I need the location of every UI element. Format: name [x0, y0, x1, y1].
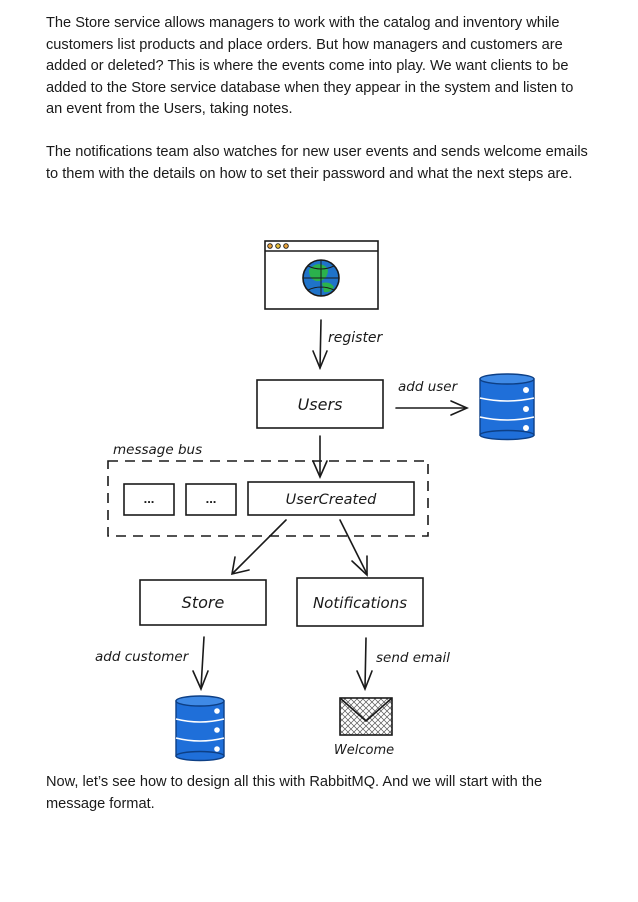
queue-box-2	[185, 483, 237, 516]
queue-box-1	[123, 483, 175, 516]
browser-window-icon	[264, 240, 379, 310]
store-service-box	[139, 579, 267, 626]
add-customer-arrow	[192, 636, 209, 692]
user-created-event-box	[247, 481, 415, 516]
event-flow-diagram: register Users add user message bus ... …	[95, 240, 535, 762]
globe-icon	[302, 259, 340, 297]
message-bus-label: message bus	[113, 442, 202, 458]
intro-paragraph: The Store service allows managers to wor…	[46, 15, 574, 118]
event-label: UserCreated	[286, 492, 378, 508]
notifications-service-box	[296, 577, 424, 627]
notifications-label: Notifications	[313, 594, 407, 612]
register-arrow	[312, 319, 328, 371]
add-user-arrow	[395, 400, 469, 416]
users-label: Users	[298, 395, 343, 414]
queue-placeholder-2: ...	[206, 491, 217, 506]
closing-paragraph: Now, let’s see how to design all this wi…	[46, 774, 543, 812]
queue-placeholder-1: ...	[144, 491, 155, 506]
store-label: Store	[182, 593, 225, 612]
message-bus-boundary	[107, 460, 429, 537]
publish-event-arrow	[312, 435, 328, 479]
users-database-icon	[479, 373, 535, 441]
notifications-paragraph: The notifications team also watches for …	[46, 144, 588, 182]
store-database-icon	[175, 695, 225, 762]
users-service-box	[256, 379, 384, 429]
to-store-arrow	[231, 519, 287, 576]
add-user-label: add user	[398, 379, 459, 395]
welcome-label: Welcome	[334, 743, 394, 758]
register-label: register	[328, 330, 384, 346]
send-email-arrow	[356, 637, 373, 692]
envelope-icon	[339, 697, 393, 736]
add-customer-label: add customer	[95, 649, 190, 665]
to-notifications-arrow	[339, 519, 368, 577]
send-email-label: send email	[376, 650, 450, 666]
